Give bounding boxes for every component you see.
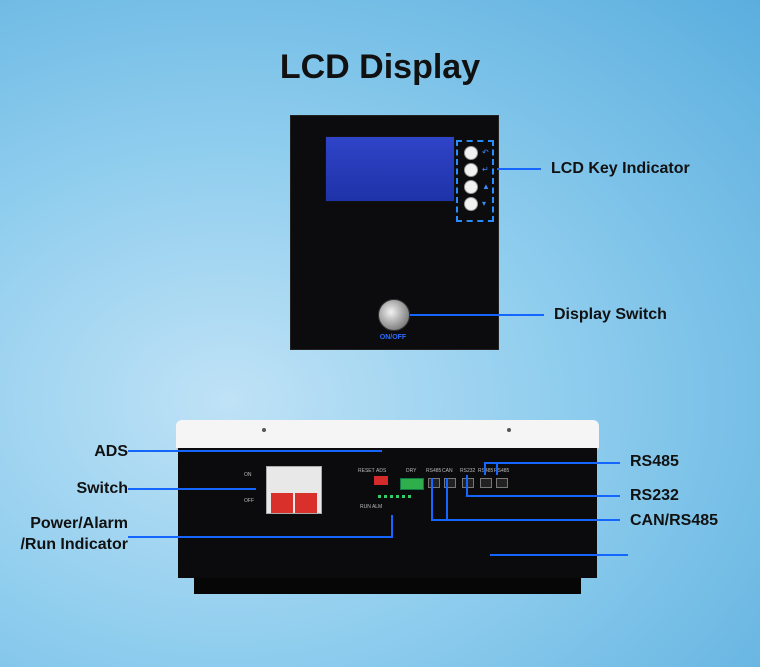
label-run-indicator: /Run Indicator	[20, 536, 128, 553]
rs485-port-a[interactable]	[480, 478, 492, 488]
unit-top-cap	[176, 420, 599, 450]
label-power-alarm: Power/Alarm	[30, 515, 128, 532]
lcd-screen	[325, 136, 455, 202]
label-rs232: RS232	[630, 487, 679, 504]
rs485-port-b[interactable]	[496, 478, 508, 488]
label-switch: Switch	[76, 480, 128, 497]
rs232-port[interactable]	[462, 478, 474, 488]
down-arrow-icon: ▾	[482, 199, 487, 208]
lcd-key-1[interactable]	[464, 146, 478, 160]
label-display-switch: Display Switch	[554, 306, 667, 323]
rs485-a-label: RS485	[478, 468, 494, 474]
dry-label: DRY	[406, 468, 417, 474]
rs485-b-label: RS485	[494, 468, 510, 474]
status-leds	[378, 495, 414, 498]
ads-dip-switch[interactable]	[374, 476, 388, 485]
screw	[262, 428, 266, 432]
circuit-breaker[interactable]	[266, 466, 322, 514]
lcd-key-group: ↶ ↵ ▲ ▾	[456, 140, 494, 222]
unit-base	[194, 578, 581, 594]
enter-icon: ↵	[482, 165, 489, 174]
run-alm-label: RUN ALM	[360, 504, 383, 510]
screw	[507, 428, 511, 432]
return-arrow-icon: ↶	[482, 148, 489, 157]
lcd-key-2[interactable]	[464, 163, 478, 177]
on-off-label: ON/OFF	[379, 334, 407, 341]
breaker-lever[interactable]	[295, 493, 317, 513]
label-can-rs485: CAN/RS485	[630, 512, 719, 529]
power-button[interactable]	[378, 299, 410, 331]
on-label: ON	[244, 472, 252, 478]
up-arrow-icon: ▲	[482, 182, 490, 191]
lcd-key-3[interactable]	[464, 180, 478, 194]
off-label: OFF	[244, 498, 254, 504]
can-port-label: CAN	[442, 468, 453, 474]
label-ads: ADS	[94, 443, 128, 460]
rs232-port-label: RS232	[460, 468, 476, 474]
lcd-key-4[interactable]	[464, 197, 478, 211]
label-rs485: RS485	[630, 453, 679, 470]
label-lcd-key-indicator: LCD Key Indicator	[551, 160, 690, 177]
lcd-panel: ↶ ↵ ▲ ▾ ON/OFF	[290, 115, 499, 350]
breaker-lever[interactable]	[271, 493, 293, 513]
ads-device-label: ADS	[376, 468, 387, 474]
rs485-port-label: RS485	[426, 468, 442, 474]
can-port[interactable]	[444, 478, 456, 488]
dry-contact-terminal[interactable]	[400, 478, 424, 490]
reset-label: RESET	[358, 468, 375, 474]
page-title: LCD Display	[279, 48, 481, 86]
rs485-port[interactable]	[428, 478, 440, 488]
battery-unit-front: ON OFF RESET ADS DRY RS485 CAN RS232 RS4…	[178, 448, 597, 578]
